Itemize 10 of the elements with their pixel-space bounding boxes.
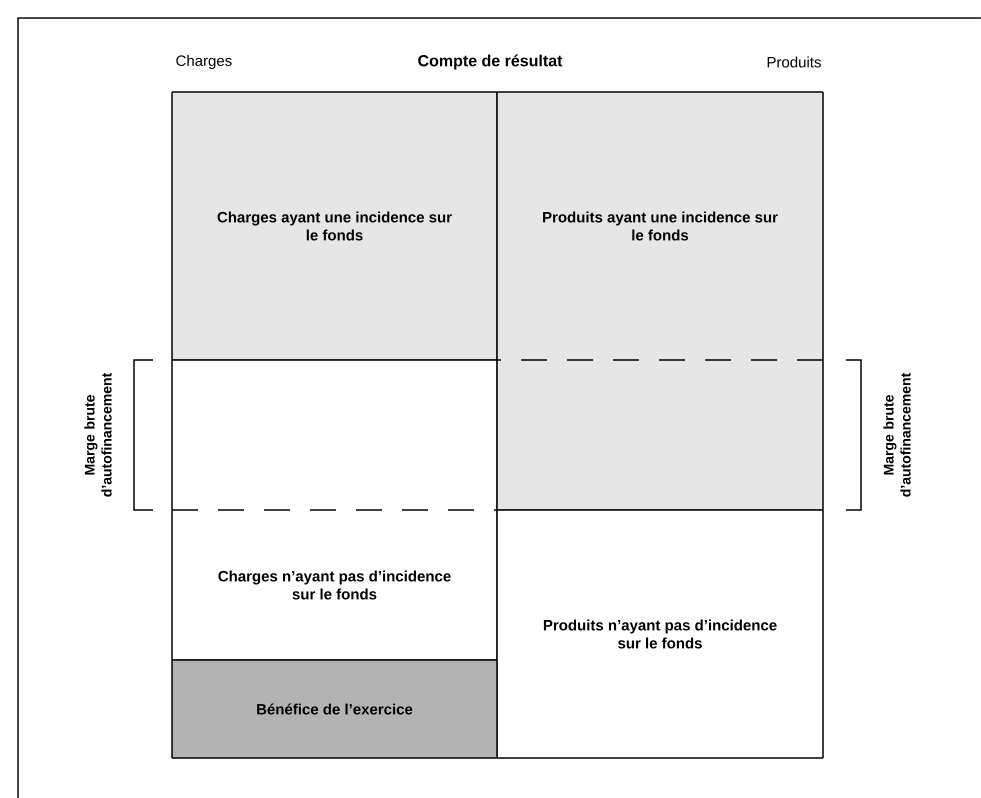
side-label: Marge brute d’autofinancement bbox=[84, 372, 112, 497]
title: Compte de résultat bbox=[418, 54, 562, 70]
income-cell: Produits ayant une incidence sur le fonds bbox=[496, 91, 824, 361]
profit-cell: Bénéfice de l’exercice bbox=[171, 659, 498, 759]
column-heading: Produits bbox=[768, 56, 821, 68]
column-heading: Charges bbox=[176, 55, 232, 69]
expense-cell: Charges n’ayant pas d’incidence sur le fonds bbox=[171, 509, 498, 661]
income-cell: Produits n’ayant pas d’incidence sur le fonds bbox=[496, 509, 824, 759]
expense-cell: Charges ayant une incidence sur le fonds bbox=[171, 91, 498, 361]
side-label: Marge brute d’autofinancement bbox=[883, 372, 911, 497]
